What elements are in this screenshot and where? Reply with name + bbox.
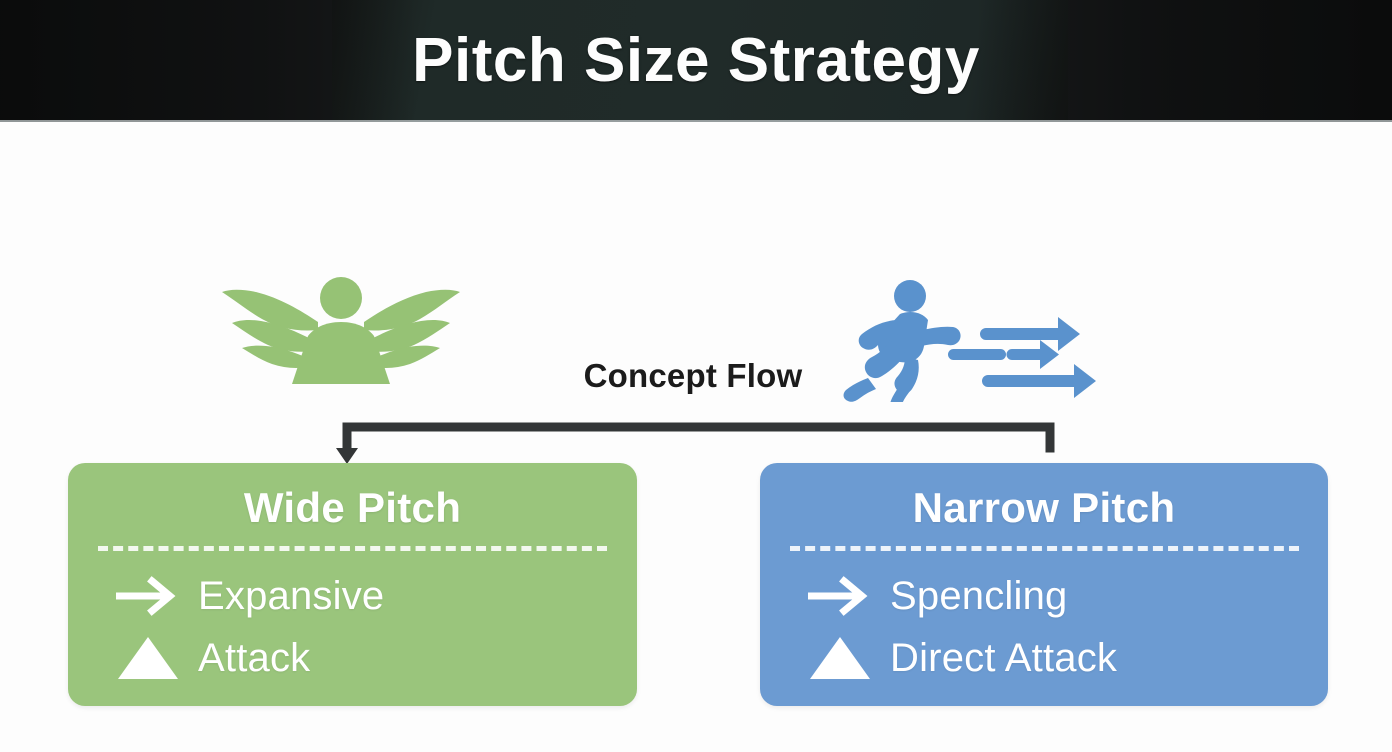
card-feature-list: Expansive Attack	[98, 565, 619, 689]
card-wide-pitch[interactable]: Wide Pitch Expansive Attack	[68, 463, 637, 706]
list-item: Spencling	[790, 565, 1310, 627]
page-title: Pitch Size Strategy	[412, 26, 980, 95]
list-item-label: Attack	[198, 636, 311, 680]
list-item-label: Spencling	[890, 574, 1068, 618]
card-title: Narrow Pitch	[912, 484, 1176, 531]
card-narrow-pitch[interactable]: Narrow Pitch Spencling Direct Attack	[760, 463, 1328, 706]
arrow-right-icon	[98, 576, 198, 616]
triangle-up-icon	[98, 635, 198, 681]
card-divider	[790, 546, 1299, 551]
triangle-up-icon	[790, 635, 890, 681]
list-item-label: Expansive	[198, 574, 385, 618]
card-divider	[98, 546, 607, 551]
page-header: Pitch Size Strategy	[0, 0, 1392, 122]
card-title: Wide Pitch	[243, 484, 462, 531]
concept-flow-label: Concept Flow	[583, 357, 803, 394]
list-item-label: Direct Attack	[890, 636, 1118, 680]
list-item: Attack	[98, 627, 619, 689]
running-person-speed-icon	[822, 276, 1106, 404]
list-item: Expansive	[98, 565, 619, 627]
arrow-right-icon	[790, 576, 890, 616]
list-item: Direct Attack	[790, 627, 1310, 689]
card-feature-list: Spencling Direct Attack	[790, 565, 1310, 689]
flow-connector	[330, 408, 1070, 470]
header-underline	[0, 120, 1392, 122]
winged-figure-icon	[222, 272, 460, 388]
